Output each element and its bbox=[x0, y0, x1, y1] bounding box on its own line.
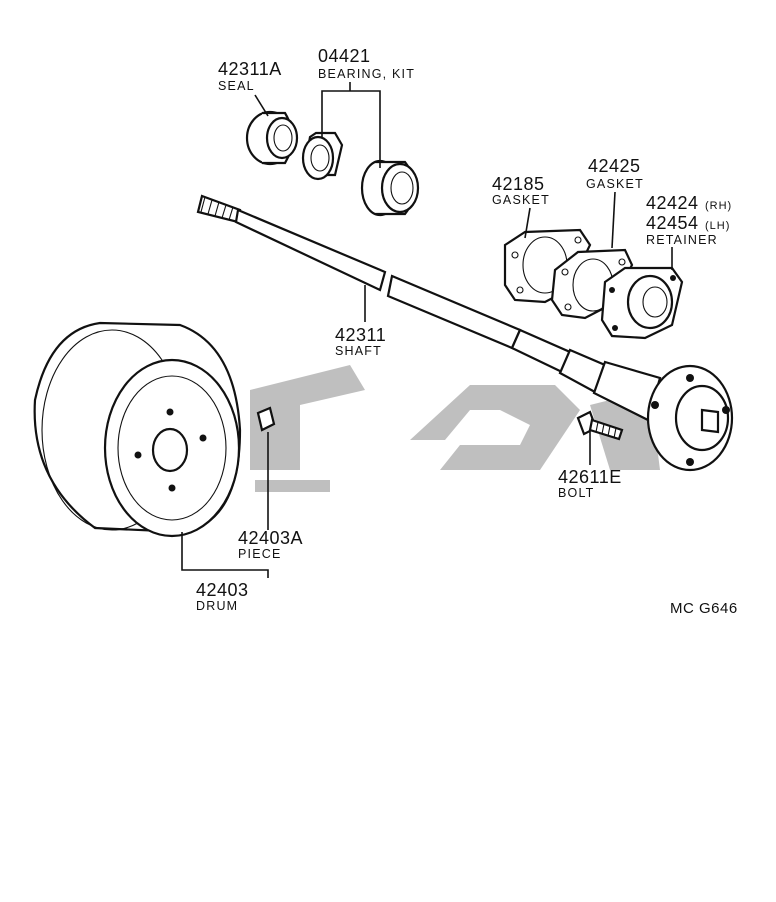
bolt-part bbox=[576, 410, 624, 441]
label-retainer-rh: (RH) bbox=[705, 200, 732, 212]
retainer-part bbox=[600, 266, 684, 340]
label-piece-number: 42403A bbox=[238, 528, 303, 548]
label-gasket-2: 42425 GASKET bbox=[586, 156, 644, 191]
label-bearing-number: 04421 bbox=[318, 46, 371, 66]
label-shaft-number: 42311 bbox=[335, 325, 386, 345]
label-drum-number: 42403 bbox=[196, 580, 249, 600]
label-shaft: 42311 SHAFT bbox=[335, 325, 386, 358]
label-retainer-lh: (LH) bbox=[705, 220, 730, 232]
seal-part bbox=[245, 110, 299, 166]
label-seal-name: SEAL bbox=[218, 79, 255, 93]
label-drum-name: DRUM bbox=[196, 599, 238, 613]
label-bearing-name: BEARING, KIT bbox=[318, 67, 415, 81]
axle-shaft-part bbox=[196, 194, 734, 472]
label-retainer-name: RETAINER bbox=[646, 233, 718, 247]
piece-part bbox=[256, 406, 276, 432]
label-retainer-number-lh: 42454 bbox=[646, 213, 699, 233]
label-seal: 42311A SEAL bbox=[218, 59, 282, 93]
label-bearing: 04421 BEARING, KIT bbox=[318, 46, 415, 81]
label-bolt-name: BOLT bbox=[558, 486, 595, 500]
diagram-code: MC G646 bbox=[670, 600, 738, 617]
label-gasket-1-name: GASKET bbox=[492, 193, 550, 207]
label-shaft-name: SHAFT bbox=[335, 344, 382, 358]
label-bolt-number: 42611E bbox=[558, 467, 622, 487]
label-gasket-2-number: 42425 bbox=[588, 156, 641, 176]
label-seal-number: 42311A bbox=[218, 59, 282, 79]
label-piece: 42403A PIECE bbox=[238, 528, 303, 561]
brake-drum-part bbox=[33, 321, 242, 538]
bearing-cup-part bbox=[360, 159, 420, 217]
label-retainer: 42424 (RH) 42454 (LH) RETAINER bbox=[646, 193, 732, 247]
label-bolt: 42611E BOLT bbox=[558, 467, 622, 500]
label-retainer-number-rh: 42424 bbox=[646, 193, 699, 213]
bearing-inner-part bbox=[301, 131, 344, 181]
label-drum: 42403 DRUM bbox=[196, 580, 249, 613]
label-piece-name: PIECE bbox=[238, 547, 282, 561]
label-gasket-1: 42185 GASKET bbox=[492, 174, 550, 207]
label-gasket-2-name: GASKET bbox=[586, 177, 644, 191]
label-gasket-1-number: 42185 bbox=[492, 174, 545, 194]
leader-lines bbox=[181, 82, 673, 578]
